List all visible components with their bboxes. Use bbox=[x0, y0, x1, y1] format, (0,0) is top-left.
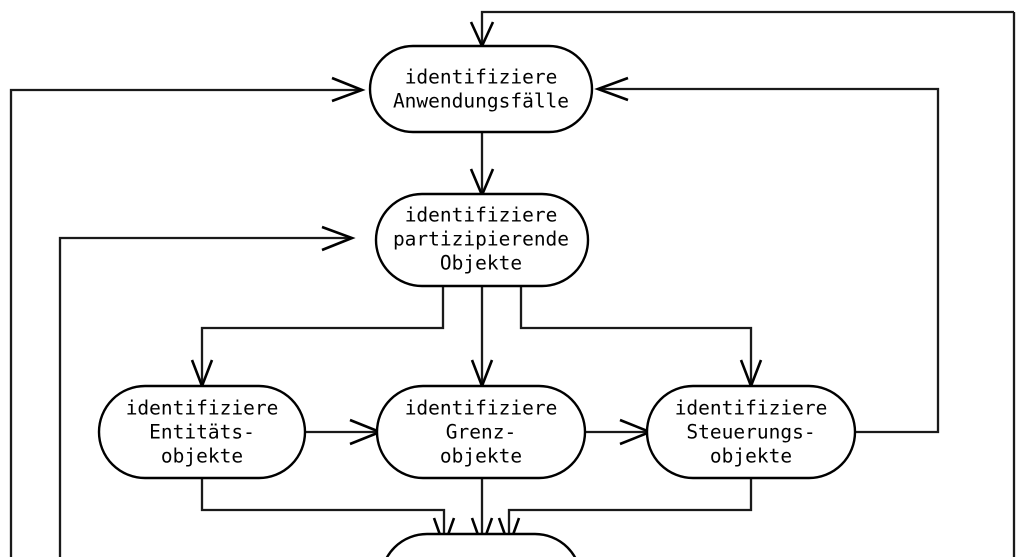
arrowhead-into-anwendungsfaelle-right bbox=[594, 76, 629, 102]
edge-steuerungs-to-bottom bbox=[507, 478, 753, 546]
node-steuerungs-line3: objekte bbox=[710, 445, 792, 468]
node-steuerungs-line1: identifiziere bbox=[675, 397, 828, 420]
node-bottom-partial[interactable] bbox=[381, 532, 581, 557]
edge-partizipierende-to-entitaets bbox=[200, 286, 445, 386]
node-steuerungs-line2: Steuerungs- bbox=[686, 421, 815, 444]
edge-left-outer-rail bbox=[9, 88, 360, 557]
arrowhead-into-anwendungsfaelle-left bbox=[331, 76, 366, 103]
node-steuerungsobjekte-shape bbox=[645, 384, 857, 480]
node-grenz-line3: objekte bbox=[440, 445, 522, 468]
node-anwendungsfaelle[interactable]: identifiziere Anwendungsfälle bbox=[368, 44, 594, 134]
node-partizipierende-objekte[interactable]: identifiziere partizipierende Objekte bbox=[374, 192, 590, 288]
node-entitaets-line1: identifiziere bbox=[126, 397, 279, 420]
edge-left-inner-rail bbox=[58, 236, 350, 557]
edge-entitaets-to-bottom bbox=[200, 478, 446, 546]
node-bottom-partial-shape bbox=[385, 532, 577, 557]
node-entitaets-line3: objekte bbox=[161, 445, 243, 468]
node-grenz-line2: Grenz- bbox=[446, 421, 516, 444]
node-entitaetsobjekte[interactable]: identifiziere Entitäts- objekte bbox=[97, 384, 307, 480]
node-partizipierende-line2: partizipierende bbox=[393, 228, 569, 251]
node-steuerungsobjekte[interactable]: identifiziere Steuerungs- objekte bbox=[645, 384, 857, 480]
edge-top-feedback-rail bbox=[480, 10, 1014, 46]
edge-steuerungs-to-anwendungsfaelle-rail bbox=[600, 87, 940, 434]
edge-layer bbox=[9, 10, 1016, 557]
edge-partizipierende-to-steuerungs bbox=[519, 286, 753, 386]
node-grenzobjekte[interactable]: identifiziere Grenz- objekte bbox=[375, 384, 587, 480]
node-anwendungsfaelle-shape bbox=[368, 44, 594, 134]
node-grenz-line1: identifiziere bbox=[405, 397, 558, 420]
node-grenzobjekte-shape bbox=[375, 384, 587, 480]
node-partizipierende-line3: Objekte bbox=[440, 252, 522, 275]
node-partizipierende-objekte-shape bbox=[374, 192, 590, 288]
arrowhead-into-partizipierende-left bbox=[321, 225, 356, 252]
node-entitaets-line2: Entitäts- bbox=[149, 421, 255, 444]
node-layer: identifiziere Anwendungsfälle identifizi… bbox=[97, 44, 857, 557]
node-anwendungsfaelle-line1: identifiziere bbox=[405, 66, 558, 89]
node-entitaetsobjekte-shape bbox=[97, 384, 307, 480]
node-partizipierende-line1: identifiziere bbox=[405, 204, 558, 227]
node-anwendungsfaelle-line2: Anwendungsfälle bbox=[393, 90, 569, 113]
